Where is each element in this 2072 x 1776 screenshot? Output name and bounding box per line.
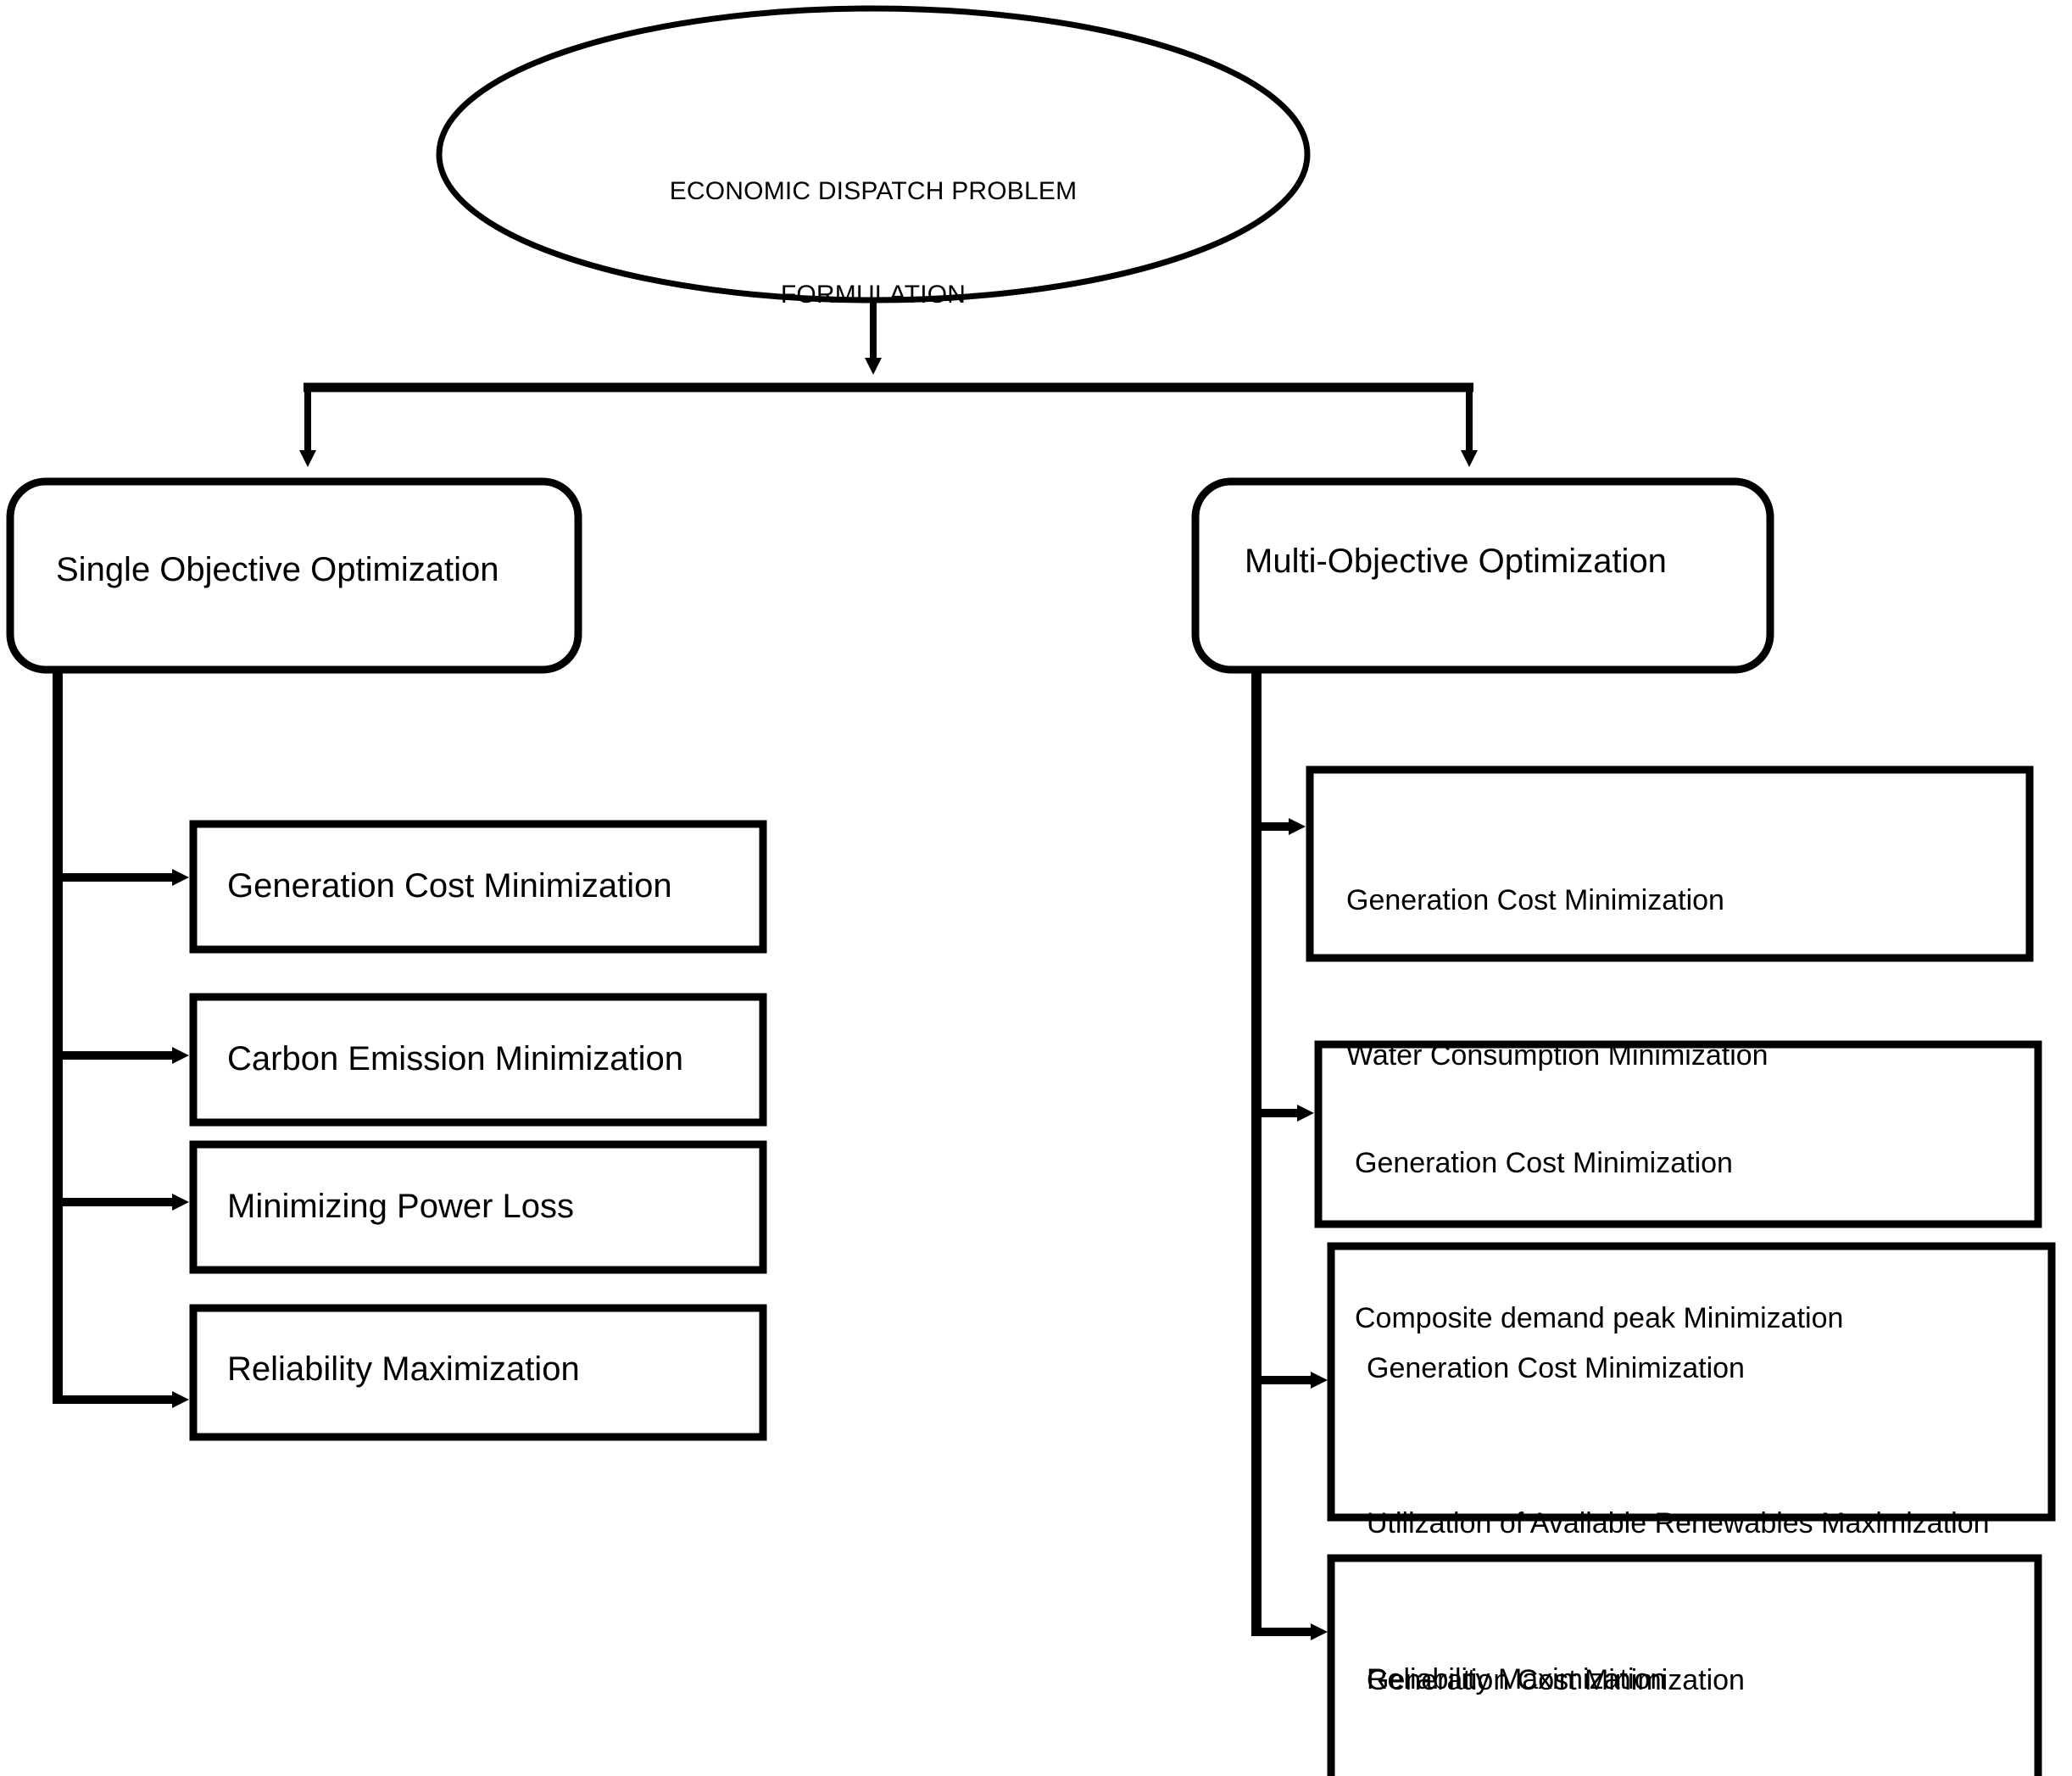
right-leaf-3-line-1: Generation Cost Minimization bbox=[1367, 1351, 1745, 1384]
root-label-line-1: ECONOMIC DISPATCH PROBLEM bbox=[669, 177, 1078, 205]
single-objective-label: Single Objective Optimization bbox=[56, 551, 499, 588]
right-leaf-label-4: Generation Cost Minimization Carbon Emis… bbox=[1367, 1584, 1754, 1776]
right-leaf-3-line-2: Utilization of Available Renewables Maxi… bbox=[1367, 1507, 1990, 1540]
right-leaf-3-line-3: Reliability Maximization bbox=[1367, 1663, 1667, 1696]
root-node-label: ECONOMIC DISPATCH PROBLEM FORMULATION bbox=[543, 106, 1204, 381]
left-leaf-label-3: Minimizing Power Loss bbox=[227, 1188, 575, 1225]
right-leaf-label-1: Generation Cost Minimization Water Consu… bbox=[1346, 804, 1768, 1154]
multi-objective-label: Multi-Objective Optimization bbox=[1245, 543, 1667, 580]
right-leaf-2-line-1: Generation Cost Minimization bbox=[1355, 1146, 1733, 1179]
right-leaf-1-line-1: Generation Cost Minimization bbox=[1346, 883, 1724, 916]
right-leaf-2-line-2: Composite demand peak Minimization bbox=[1355, 1302, 1844, 1335]
root-label-line-2: FORMULATION bbox=[780, 280, 966, 309]
right-leaf-label-3: Generation Cost Minimization Utilization… bbox=[1367, 1272, 1990, 1776]
right-leaf-4-line-1: Generation Cost Minimization bbox=[1367, 1663, 1745, 1696]
right-leaf-1-line-2: Water Consumption Minimization bbox=[1346, 1039, 1768, 1072]
right-leaf-label-2: Generation Cost Minimization Composite d… bbox=[1355, 1066, 1843, 1417]
left-leaf-label-4: Reliability Maximization bbox=[227, 1350, 580, 1388]
left-leaf-label-2: Carbon Emission Minimization bbox=[227, 1040, 683, 1077]
left-leaf-label-1: Generation Cost Minimization bbox=[227, 867, 672, 905]
